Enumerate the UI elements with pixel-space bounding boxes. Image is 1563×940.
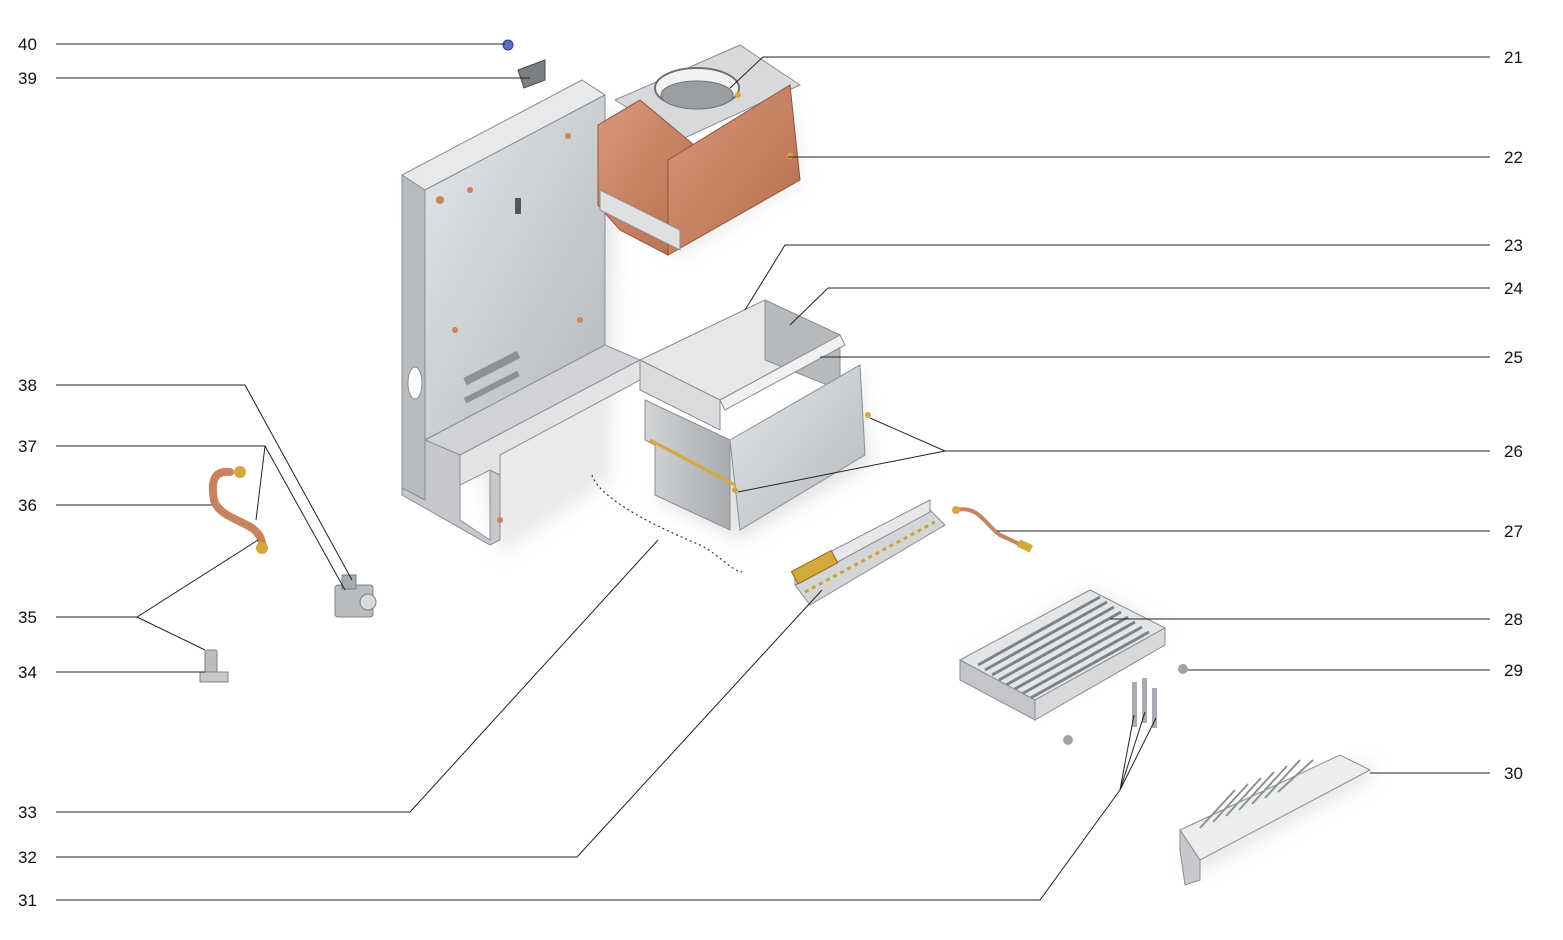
leader-35b <box>136 616 206 651</box>
callout-25: 25 <box>1504 348 1523 367</box>
leader-37b <box>264 445 346 591</box>
leader-24 <box>789 287 1490 326</box>
burner <box>790 499 946 606</box>
callout-30: 30 <box>1504 764 1523 783</box>
leader-26a <box>869 417 1490 452</box>
copper-pipe-36 <box>208 466 268 554</box>
callout-33: 33 <box>18 803 37 822</box>
pipe-27 <box>952 506 1034 553</box>
callout-23: 23 <box>1504 236 1523 255</box>
leader-31b <box>1119 714 1135 791</box>
callout-38: 38 <box>18 376 37 395</box>
callout-35: 35 <box>18 608 37 627</box>
leader-21 <box>729 56 1490 89</box>
leader-35a <box>56 539 259 618</box>
leader-37a <box>56 445 266 521</box>
callout-39: 39 <box>18 69 37 88</box>
leader-23 <box>744 244 1490 311</box>
callout-34: 34 <box>18 663 37 682</box>
valve-38 <box>334 574 377 618</box>
leader-26b <box>737 450 946 493</box>
callout-21: 21 <box>1504 48 1523 67</box>
gasket-outline-33 <box>591 474 743 573</box>
screw-40 <box>502 39 514 51</box>
leader-31d <box>1119 717 1157 791</box>
leader-lines <box>56 43 1490 901</box>
leader-31c <box>1119 711 1146 791</box>
bracket-39 <box>517 59 546 89</box>
callout-22: 22 <box>1504 148 1523 167</box>
callout-28: 28 <box>1504 610 1523 629</box>
grille-cover <box>1179 754 1372 886</box>
callout-31: 31 <box>18 891 37 910</box>
callout-24: 24 <box>1504 279 1523 298</box>
callout-29: 29 <box>1504 661 1523 680</box>
callout-37: 37 <box>18 437 37 456</box>
flue-hood <box>597 44 802 256</box>
callout-32: 32 <box>18 848 37 867</box>
leader-33 <box>56 539 659 813</box>
callout-26: 26 <box>1504 442 1523 461</box>
callout-40: 40 <box>18 35 37 54</box>
combustion-chamber <box>638 299 871 540</box>
leader-31 <box>56 789 1121 901</box>
leader-32 <box>56 589 823 858</box>
fitting-34 <box>199 649 229 683</box>
callout-36: 36 <box>18 496 37 515</box>
leader-38 <box>56 384 353 581</box>
callout-27: 27 <box>1504 522 1523 541</box>
chassis-frame <box>401 79 642 555</box>
electrodes <box>1063 664 1188 745</box>
